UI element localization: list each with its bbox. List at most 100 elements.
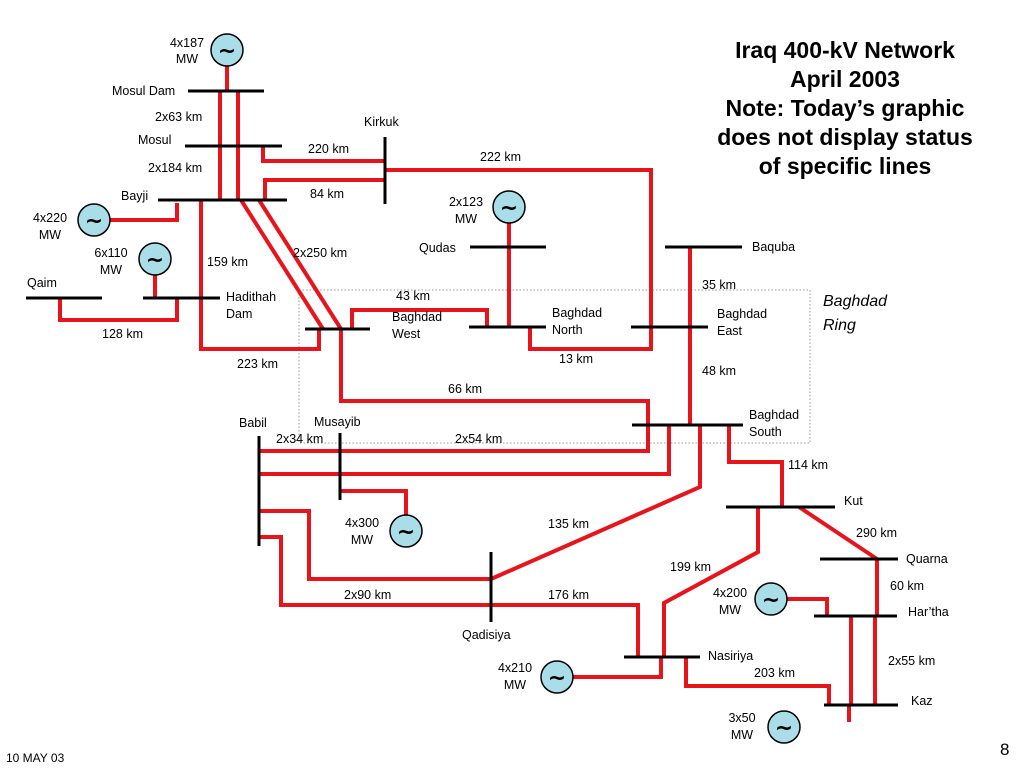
station-label-baghdad-west-2: West — [392, 327, 421, 341]
gen-label-bayji-1: 4x220 — [33, 211, 67, 225]
line-south-kut — [727, 425, 784, 507]
station-label-nasiriya: Nasiriya — [708, 649, 753, 663]
distance-label: 159 km — [207, 255, 248, 269]
station-label-baquba: Baquba — [752, 240, 795, 254]
line-bayji-west-b — [257, 198, 343, 331]
station-label-kirkuk: Kirkuk — [364, 115, 399, 129]
distance-label: 199 km — [670, 560, 711, 574]
svg-text:~: ~ — [548, 666, 566, 691]
generator-hadithah-icon: ~ — [138, 242, 172, 276]
title-line: April 2003 — [790, 66, 900, 92]
line-gen-hartha — [787, 597, 829, 616]
baghdad-ring-boundary — [298, 289, 811, 444]
gen-label-nasiriya-2: MW — [504, 678, 526, 692]
station-label-baghdad-east-2: East — [717, 324, 743, 338]
station-labels: Mosul Dam Mosul Kirkuk Bayji Qudas Baqub… — [27, 84, 949, 708]
station-label-qaim: Qaim — [27, 276, 57, 290]
gen-label-mosul-dam-2: MW — [176, 52, 198, 66]
svg-text:~: ~ — [500, 196, 518, 221]
line-bayji-west-a — [239, 198, 325, 331]
generator-nasiriya-icon: ~ — [540, 660, 574, 694]
line-kirkuk-east — [385, 168, 653, 327]
station-label-baghdad-south-2: South — [749, 425, 782, 439]
line-north-east — [528, 327, 653, 351]
station-label-hartha: Har’tha — [908, 605, 949, 619]
station-label-kaz: Kaz — [911, 694, 933, 708]
station-label-mosul-dam: Mosul Dam — [112, 84, 175, 98]
line-kut-nasiriya — [662, 507, 760, 657]
line-babil-qadisiya-a — [259, 509, 491, 581]
distance-label: 66 km — [448, 382, 482, 396]
line-babil-qadisiya-b — [259, 535, 491, 607]
transmission-lines — [58, 66, 879, 722]
line-west-south — [339, 329, 650, 425]
line-babil-south-a — [259, 425, 650, 453]
station-label-baghdad-north-1: Baghdad — [552, 306, 602, 320]
station-label-baghdad-south-1: Baghdad — [749, 408, 799, 422]
station-label-baghdad-north-2: North — [552, 323, 583, 337]
station-label-hadithah-1: Hadithah — [226, 290, 276, 304]
gen-label-qudas-1: 2x123 — [449, 195, 483, 209]
distance-label: 48 km — [702, 364, 736, 378]
page-title: Iraq 400-kV Network April 2003 Note: Tod… — [690, 36, 1000, 181]
station-label-qadisiya: Qadisiya — [462, 628, 511, 642]
page-number: 8 — [1000, 740, 1010, 759]
title-line: Iraq 400-kV Network — [735, 37, 955, 63]
distance-label: 60 km — [890, 579, 924, 593]
station-label-musayib: Musayib — [314, 415, 361, 429]
gen-label-bayji-2: MW — [39, 228, 61, 242]
generators: ~ ~ ~ ~ ~ ~ ~ ~ — [77, 33, 801, 744]
generator-kaz-icon: ~ — [767, 710, 801, 744]
gen-label-qudas-2: MW — [455, 212, 477, 226]
line-bayji-kirkuk — [263, 178, 385, 200]
line-west-north — [350, 308, 489, 329]
distance-label: 2x55 km — [888, 654, 935, 668]
distance-label: 176 km — [548, 588, 589, 602]
station-label-hadithah-2: Dam — [226, 307, 252, 321]
line-babil-south-b — [259, 425, 671, 476]
line-gen-nasiriya — [573, 657, 663, 679]
generator-mosul-dam-icon: ~ — [210, 33, 244, 67]
generator-labels: 4x187 MW 4x220 MW 6x110 MW 2x123 MW 4x30… — [33, 36, 756, 742]
distance-label: 35 km — [702, 278, 736, 292]
station-label-mosul: Mosul — [138, 133, 171, 147]
station-label-kut: Kut — [844, 494, 863, 508]
station-label-qudas: Qudas — [419, 241, 456, 255]
distance-label: 2x34 km — [276, 432, 323, 446]
gen-label-hadithah-2: MW — [100, 263, 122, 277]
title-line: of specific lines — [758, 153, 932, 179]
station-label-baghdad-west-1: Baghdad — [392, 310, 442, 324]
gen-label-nasiriya-1: 4x210 — [498, 661, 532, 675]
svg-text:~: ~ — [85, 209, 103, 234]
gen-label-mosul-dam-1: 4x187 — [170, 36, 204, 50]
distance-label: 13 km — [559, 352, 593, 366]
footer-date: 10 MAY 03 — [6, 751, 65, 765]
distance-label: 135 km — [548, 517, 589, 531]
generator-qudas-icon: ~ — [492, 190, 526, 224]
bus-bars — [26, 89, 898, 707]
gen-label-kaz-2: MW — [731, 728, 753, 742]
distance-label: 128 km — [102, 327, 143, 341]
distance-label: 290 km — [856, 526, 897, 540]
station-label-babil: Babil — [239, 416, 267, 430]
line-qaim-hadithah — [58, 298, 179, 322]
baghdad-ring-label-1: Baghdad — [823, 293, 888, 310]
gen-label-hartha-1: 4x200 — [713, 586, 747, 600]
distance-label: 2x54 km — [455, 432, 502, 446]
line-south-qadisiya — [490, 425, 702, 581]
svg-text:~: ~ — [218, 39, 236, 64]
distance-labels: 2x63 km 2x184 km 220 km 84 km 222 km 159… — [102, 110, 935, 680]
distance-label: 223 km — [237, 357, 278, 371]
distance-label: 2x250 km — [293, 246, 347, 260]
line-mosul-kirkuk — [261, 146, 385, 163]
gen-label-kaz-1: 3x50 — [728, 711, 755, 725]
line-gen-musayib — [340, 489, 408, 515]
distance-label: 222 km — [480, 150, 521, 164]
line-gen-bayji — [110, 203, 179, 222]
svg-text:~: ~ — [762, 588, 780, 613]
line-qadisiya-nasiriya — [491, 603, 640, 657]
generator-hartha-icon: ~ — [754, 582, 788, 616]
distance-label: 84 km — [310, 187, 344, 201]
line-kut-quarna — [797, 505, 879, 561]
baghdad-ring-label-2: Ring — [823, 317, 856, 334]
